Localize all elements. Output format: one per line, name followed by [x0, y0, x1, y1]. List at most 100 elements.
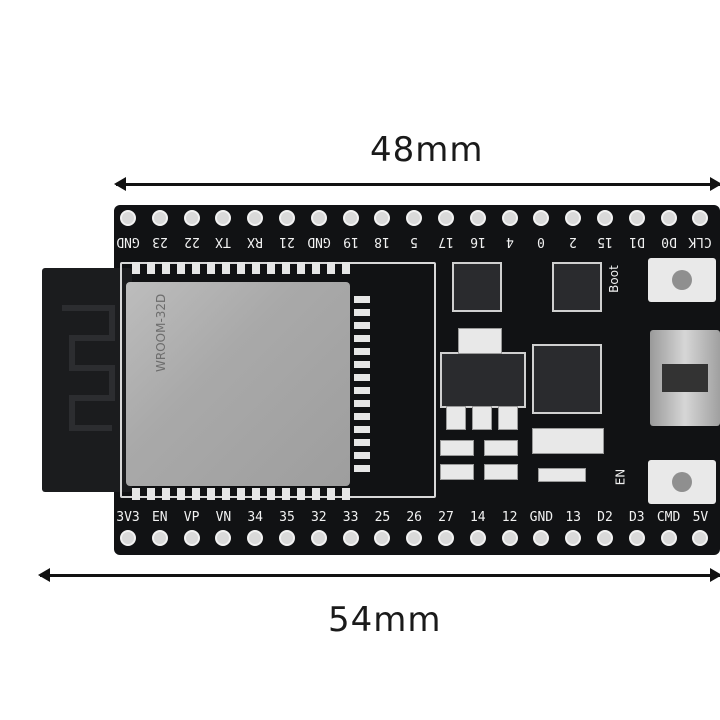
pin-label: 5 [410, 234, 419, 249]
pin-pad [120, 530, 136, 546]
module-castellation [354, 465, 370, 472]
pin-label: GND [307, 234, 331, 249]
pin-label: 13 [565, 510, 582, 525]
pin-pad [247, 210, 264, 226]
pin-pad [597, 210, 613, 226]
pin-pad [310, 530, 327, 546]
module-castellation [342, 262, 350, 274]
pin-label: RX [247, 234, 264, 249]
pin-label: 26 [406, 510, 423, 525]
module-castellation [297, 262, 305, 274]
regulator-leg-1 [446, 406, 466, 430]
module-castellation [237, 262, 245, 274]
module-castellation [354, 374, 370, 381]
module-castellation [222, 262, 230, 274]
pin-label: EN [151, 510, 168, 525]
pin-label: 21 [279, 234, 295, 249]
module-text: WROOM-32D [154, 293, 168, 372]
module-castellation [297, 488, 305, 500]
pin-pad [533, 530, 550, 546]
module-castellation [354, 361, 370, 368]
pin-pad [660, 530, 677, 546]
pin-label: 17 [438, 234, 454, 249]
module-castellation [132, 262, 140, 274]
module-castellation [354, 309, 370, 316]
pin-pad [692, 530, 709, 546]
module-castellation [282, 262, 290, 274]
module-castellation [354, 296, 370, 303]
pin-pad [597, 530, 613, 546]
pin-label: GND [529, 510, 554, 525]
pin-label: 35 [279, 510, 295, 525]
pin-pad [565, 210, 582, 226]
micro-usb-port[interactable] [650, 330, 720, 426]
module-castellation [177, 488, 185, 500]
pin-pad [406, 530, 423, 546]
pin-label: 19 [342, 234, 359, 249]
pin-label: 34 [247, 510, 264, 525]
module-castellation [147, 488, 155, 500]
pin-label: 3V3 [116, 510, 140, 525]
pin-label: 22 [183, 234, 200, 249]
transistor-right [552, 262, 602, 312]
pin-label: D0 [660, 234, 677, 249]
boot-button[interactable] [648, 258, 716, 302]
capacitor-2 [440, 464, 474, 480]
width-dimension-label: 48mm [370, 130, 484, 170]
regulator-tab [458, 328, 502, 354]
module-castellation [354, 335, 370, 342]
pin-pad [279, 210, 295, 226]
pin-pad [438, 210, 454, 226]
pin-pad [215, 530, 232, 546]
pin-label: 23 [151, 234, 168, 249]
module-castellation [162, 262, 170, 274]
en-label: EN [613, 468, 628, 486]
module-castellation [267, 488, 275, 500]
pin-label: 14 [469, 510, 486, 525]
pin-pad [151, 210, 168, 226]
pin-label: VN [215, 510, 232, 525]
pin-label: 5V [692, 510, 709, 525]
pin-label: 15 [597, 234, 613, 249]
pin-label: VP [183, 510, 200, 525]
en-button[interactable] [648, 460, 716, 504]
pin-label: CLK [688, 234, 713, 249]
pin-pad [692, 210, 709, 226]
capacitor-1 [440, 440, 474, 456]
pin-label: D1 [628, 234, 645, 249]
pin-label: D3 [628, 510, 645, 525]
module-castellation [222, 488, 230, 500]
module-castellation [354, 387, 370, 394]
module-castellation [192, 262, 200, 274]
pin-pad [279, 530, 295, 546]
module-castellation [327, 262, 335, 274]
module-castellation [147, 262, 155, 274]
pin-pad [628, 530, 645, 546]
module-castellation [162, 488, 170, 500]
pin-pad [215, 210, 232, 226]
width-dimension-arrow [114, 177, 720, 191]
pin-label: 2 [569, 234, 578, 249]
module-castellation [312, 262, 320, 274]
resistor-array [532, 428, 604, 454]
module-castellation [312, 488, 320, 500]
pin-pad [183, 210, 200, 226]
module-castellation [354, 439, 370, 446]
module-castellation [207, 488, 215, 500]
module-castellation [252, 488, 260, 500]
pin-label: 4 [505, 234, 514, 249]
pin-pad [501, 210, 518, 226]
capacitor-3 [484, 440, 518, 456]
pin-pad [342, 210, 359, 226]
pin-pad [342, 530, 359, 546]
wroom-module-outline [120, 262, 436, 498]
module-castellation [354, 348, 370, 355]
pin-label: D2 [597, 510, 613, 525]
pin-label: 12 [501, 510, 518, 525]
length-dimension-arrow [38, 568, 720, 582]
module-castellation [132, 488, 140, 500]
pin-label: 16 [469, 234, 486, 249]
transistor-left [452, 262, 502, 312]
pin-pad [438, 530, 454, 546]
module-castellation [327, 488, 335, 500]
